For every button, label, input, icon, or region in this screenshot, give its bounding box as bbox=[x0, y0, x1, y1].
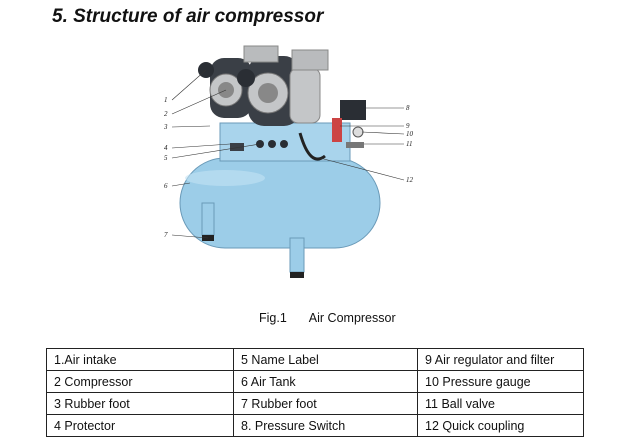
figure-caption: Fig.1 Air Compressor bbox=[259, 311, 396, 325]
parts-table: 1.Air intake 5 Name Label 9 Air regulato… bbox=[46, 348, 584, 437]
pressure-switch-assembly bbox=[298, 100, 366, 161]
callout-7: 7 bbox=[164, 231, 168, 239]
table-cell: 12 Quick coupling bbox=[417, 414, 584, 437]
callout-10: 10 bbox=[406, 130, 414, 138]
air-compressor-figure: 1 2 3 4 5 6 7 8 9 10 11 12 bbox=[163, 45, 414, 278]
figure-title: Air Compressor bbox=[308, 311, 396, 325]
callout-4: 4 bbox=[164, 144, 168, 152]
table-cell: 2 Compressor bbox=[46, 370, 234, 393]
table-cell: 5 Name Label bbox=[233, 348, 418, 371]
table-cell: 11 Ball valve bbox=[417, 392, 584, 415]
section-heading: 5. Structure of air compressor bbox=[52, 6, 324, 27]
callout-6: 6 bbox=[164, 182, 168, 190]
table-row: 2 Compressor 6 Air Tank 10 Pressure gaug… bbox=[46, 370, 584, 393]
table-cell: 10 Pressure gauge bbox=[417, 370, 584, 393]
callout-9: 9 bbox=[406, 122, 410, 130]
table-cell: 9 Air regulator and filter bbox=[417, 348, 584, 371]
callout-11: 11 bbox=[406, 140, 412, 148]
air-tank bbox=[179, 122, 381, 249]
callout-5: 5 bbox=[164, 154, 168, 162]
table-cell: 3 Rubber foot bbox=[46, 392, 234, 415]
table-cell: 4 Protector bbox=[46, 414, 234, 437]
table-cell: 7 Rubber foot bbox=[233, 392, 418, 415]
table-row: 1.Air intake 5 Name Label 9 Air regulato… bbox=[46, 348, 584, 371]
compressor-units bbox=[198, 45, 329, 126]
callout-3: 3 bbox=[163, 123, 168, 131]
callout-12: 12 bbox=[406, 176, 414, 184]
table-cell: 8. Pressure Switch bbox=[233, 414, 418, 437]
callout-2: 2 bbox=[164, 110, 168, 118]
callout-numbers: 1 2 3 4 5 6 7 8 9 10 11 12 bbox=[163, 96, 414, 239]
table-row: 3 Rubber foot 7 Rubber foot 11 Ball valv… bbox=[46, 392, 584, 415]
table-cell: 6 Air Tank bbox=[233, 370, 418, 393]
table-row: 4 Protector 8. Pressure Switch 12 Quick … bbox=[46, 414, 584, 437]
figure-number: Fig.1 bbox=[259, 311, 287, 325]
callout-8: 8 bbox=[406, 104, 410, 112]
table-cell: 1.Air intake bbox=[46, 348, 234, 371]
callout-1: 1 bbox=[164, 96, 168, 104]
